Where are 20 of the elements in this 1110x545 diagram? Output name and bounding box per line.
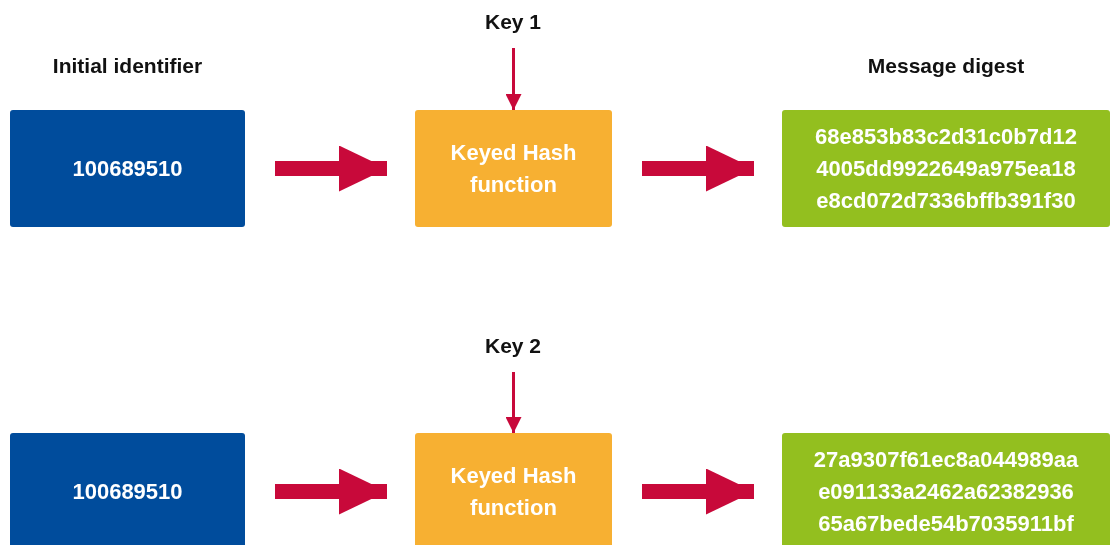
box-label: 100689510: [72, 154, 183, 183]
process-box: [782, 433, 1110, 545]
arrow: [642, 468, 754, 515]
key-label: Key 2: [470, 334, 556, 364]
process-box: [10, 433, 245, 545]
box-label: Keyed Hash function: [449, 461, 578, 522]
arrow: [505, 372, 522, 433]
arrow: [275, 145, 387, 192]
box-label: Keyed Hash function: [449, 138, 578, 199]
arrow: [642, 145, 754, 192]
box-label: 100689510: [72, 477, 183, 506]
key-label: Key 1: [470, 10, 556, 40]
process-box: [415, 110, 612, 227]
arrow: [275, 468, 387, 515]
box-label: 68e853b83c2d31c0b7d12 4005dd9922649a975ea18 e8cd072d7336bffb391f30: [814, 122, 1078, 215]
arrow: [505, 48, 522, 110]
heading-label: Initial identifier: [51, 54, 204, 78]
process-box: [415, 433, 612, 545]
heading-label: Message digest: [866, 54, 1026, 78]
box-label: 27a9307f61ec8a044989aa e091133a2462a62382936 65a67bede54b7035911bf: [812, 445, 1080, 538]
